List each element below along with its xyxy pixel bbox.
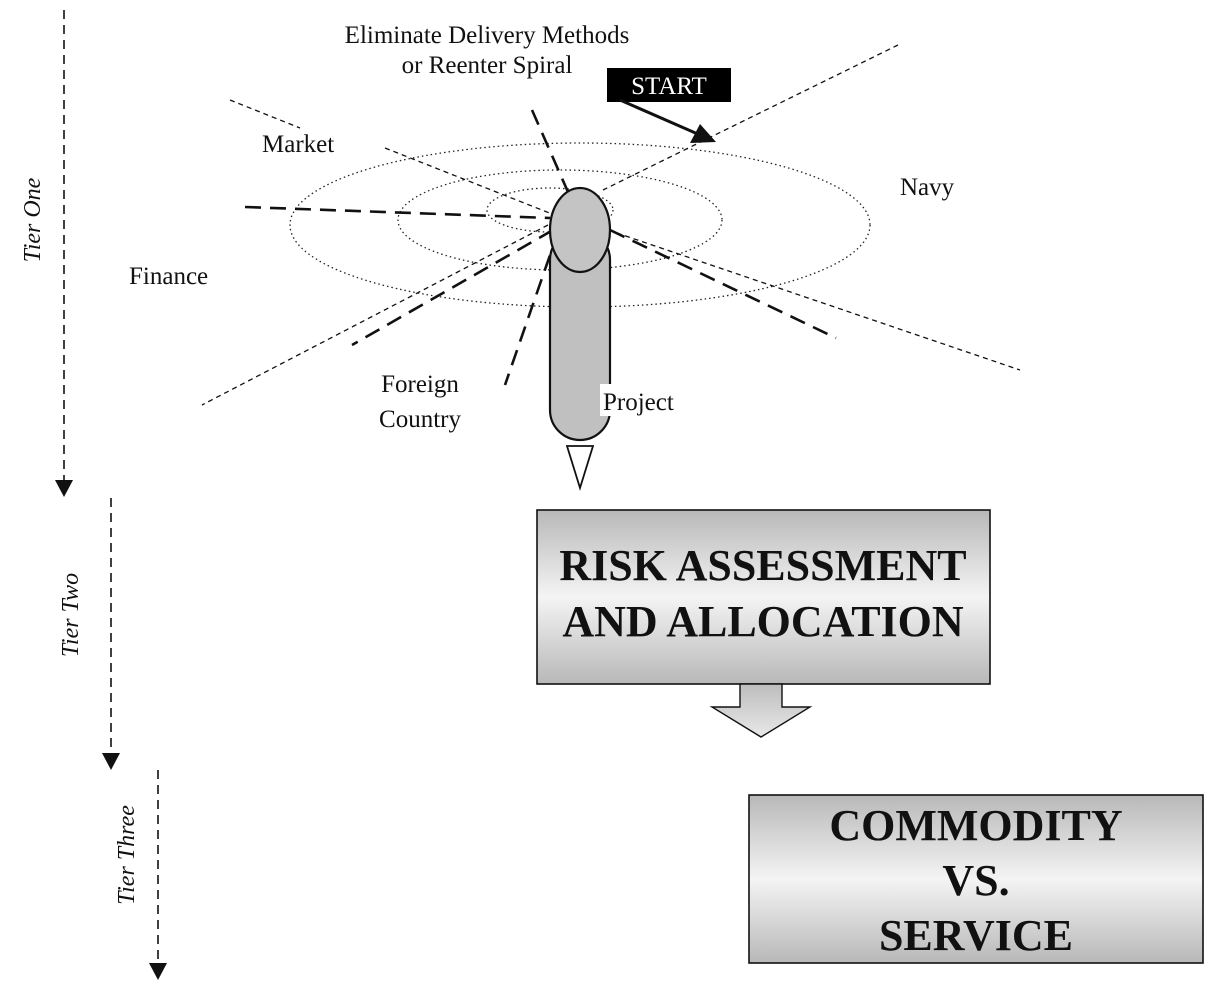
eliminate-label-line1: Eliminate Delivery Methods [345, 22, 630, 49]
risk-box-line2: AND ALLOCATION [562, 597, 964, 646]
start-label: START [631, 73, 707, 100]
tier-three-label: Tier Three [114, 805, 140, 905]
tier-one-label: Tier One [20, 177, 46, 262]
start-arrow [619, 98, 716, 143]
project-label: Project [603, 389, 674, 416]
commodity-vs-service-box: COMMODITY VS. SERVICE [748, 794, 1204, 964]
tier-two-arrow [102, 498, 120, 770]
tier-one-arrow [55, 10, 73, 497]
finance-label: Finance [129, 263, 208, 290]
foreign-label-line2: Country [379, 406, 461, 433]
foreign-label-line1: Foreign [381, 371, 459, 398]
commodity-box-line2: VS. [942, 856, 1009, 905]
navy-label: Navy [900, 174, 955, 201]
down-block-arrow [709, 683, 813, 738]
risk-assessment-box: RISK ASSESSMENT AND ALLOCATION [536, 509, 991, 685]
tier-three-arrow [149, 770, 167, 980]
risk-box-line1: RISK ASSESSMENT [559, 541, 966, 590]
commodity-box-line3: SERVICE [879, 911, 1073, 960]
market-label: Market [262, 131, 334, 158]
eliminate-label-line2: or Reenter Spiral [402, 52, 573, 79]
start-badge [607, 68, 731, 102]
spiral-axis-lines-fine [201, 44, 1021, 406]
project-label-bg [600, 384, 692, 416]
tier-two-label: Tier Two [58, 573, 84, 657]
project-spindle [548, 186, 612, 492]
commodity-box-line1: COMMODITY [829, 801, 1122, 850]
